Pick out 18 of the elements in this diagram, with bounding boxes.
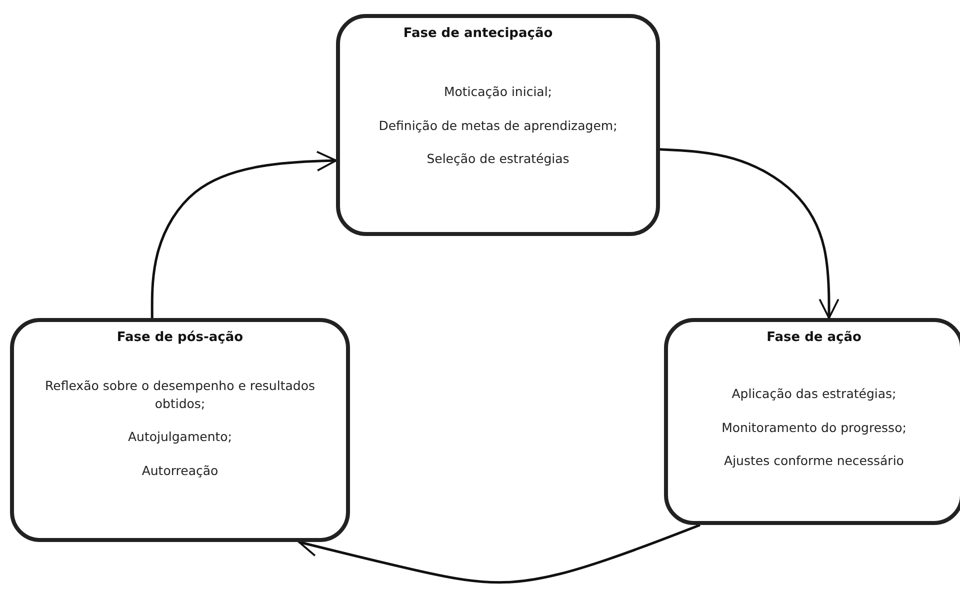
phase-heading: Fase de ação: [766, 330, 862, 345]
curved-arrow: [660, 148, 840, 319]
phase-heading: Fase de antecipação: [403, 26, 553, 41]
phase-item: Autorreação: [142, 462, 218, 479]
phase-box: [336, 14, 660, 236]
phase-item: Reflexão sobre o desempenho e resultados obtidos;: [44, 377, 316, 412]
phase-item: Ajustes conforme necessário: [724, 452, 904, 470]
phase-item: Monitoramento do progresso;: [722, 418, 906, 436]
phase-item: Definição de metas de aprendizagem;: [378, 116, 618, 134]
phase-heading: Fase de pós-ação: [116, 330, 244, 345]
phase-box: [10, 318, 350, 542]
phase-item: Autojulgamento;: [128, 428, 232, 446]
curved-arrow: [298, 524, 700, 584]
phase-item: Aplicação das estratégias;: [732, 385, 896, 402]
phase-item: Seleção de estratégias: [426, 150, 570, 168]
phase-item: Moticação inicial;: [444, 83, 552, 100]
curved-arrow: [150, 150, 337, 318]
phase-box: [664, 318, 960, 525]
